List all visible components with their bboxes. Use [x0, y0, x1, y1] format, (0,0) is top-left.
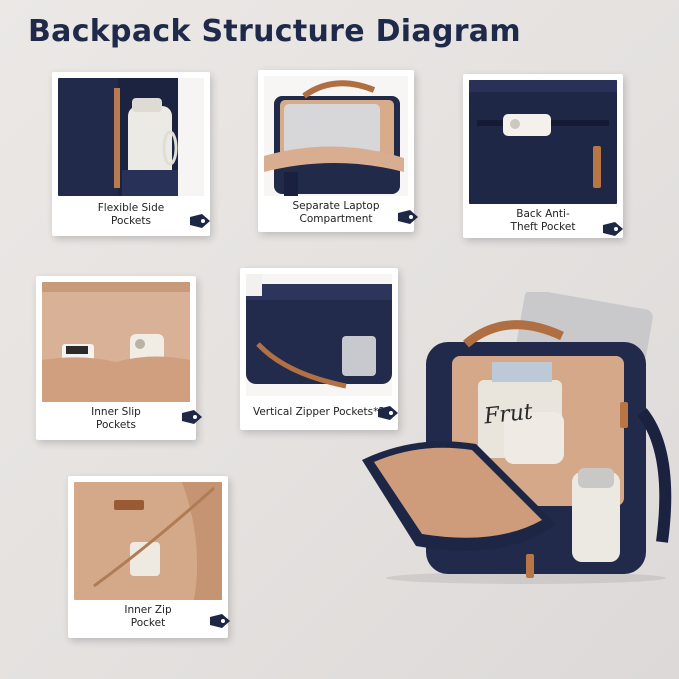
main-backpack-image: Frut	[356, 292, 672, 584]
anti-theft-pocket-photo	[469, 80, 617, 204]
feature-label-line2: Theft Pocket	[510, 221, 576, 233]
feature-label-line2: Pockets	[111, 215, 151, 227]
feature-card-side-pockets: Flexible Side Pockets	[52, 72, 210, 236]
tag-icon	[603, 222, 623, 236]
feature-card-vertical-zipper-pockets: Vertical Zipper Pockets*2	[240, 268, 398, 430]
feature-card-inner-slip-pockets: Inner Slip Pockets	[36, 276, 202, 440]
bottle-brand-text: Frut	[482, 399, 534, 430]
tag-icon	[190, 214, 210, 228]
tag-icon	[210, 614, 230, 628]
inner-slip-pockets-photo	[42, 282, 190, 402]
tag-icon	[398, 210, 418, 224]
laptop-compartment-photo	[264, 76, 408, 196]
feature-label-line1: Flexible Side	[97, 202, 165, 214]
feature-card-inner-zip-pocket: Inner Zip Pocket	[68, 476, 230, 638]
tag-icon	[182, 410, 202, 424]
feature-label-line2: Pocket	[130, 617, 166, 629]
inner-zip-pocket-photo	[74, 482, 222, 600]
feature-card-anti-theft-pocket: Back Anti- Theft Pocket	[463, 74, 623, 238]
feature-label-line2: Pockets	[96, 419, 136, 431]
vertical-zipper-pockets-photo	[246, 274, 392, 396]
feature-label-line2: Compartment	[299, 213, 373, 225]
feature-label-line1: Separate Laptop	[292, 200, 380, 212]
feature-label-line1: Inner Zip	[124, 604, 172, 616]
feature-label-line1: Vertical Zipper Pockets*2	[252, 406, 386, 418]
side-pockets-photo	[58, 78, 204, 196]
tag-icon	[378, 406, 398, 420]
feature-label-line1: Back Anti-	[516, 208, 570, 220]
feature-label-line1: Inner Slip	[91, 406, 141, 418]
feature-card-laptop-compartment: Separate Laptop Compartment	[258, 70, 418, 232]
page-title: Backpack Structure Diagram	[28, 14, 521, 49]
